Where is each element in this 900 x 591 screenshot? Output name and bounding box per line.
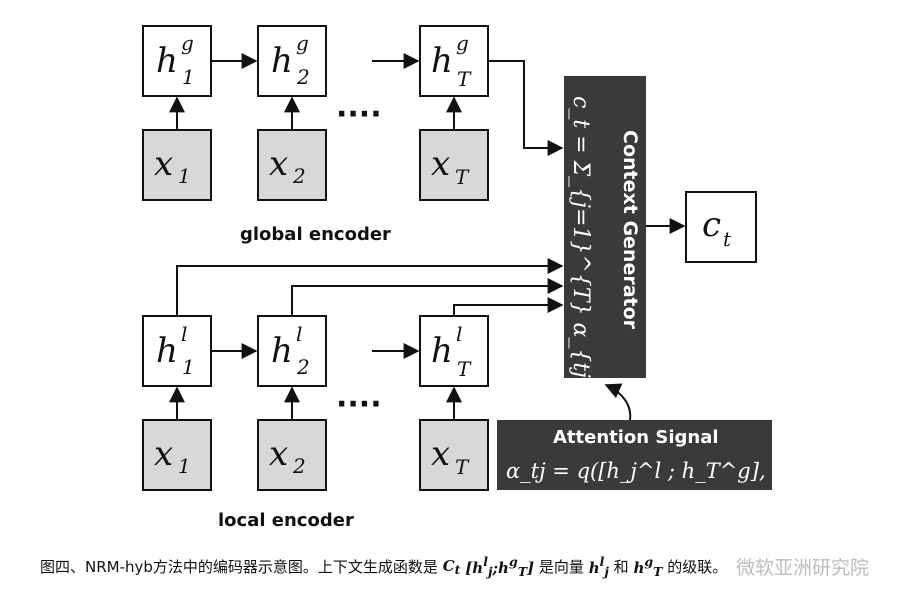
caption-text: 图四、NRM-hyb方法中的编码器示意图。上下文生成函数是: [40, 558, 438, 576]
svg-text:g: g: [456, 31, 469, 55]
arrow-hTl-context: [453, 297, 564, 316]
attention-signal-box: [497, 420, 772, 490]
attention-signal: Attention Signal α_tj = q([h_j^l ; h_T^g…: [497, 383, 868, 490]
svg-text:2: 2: [296, 355, 310, 379]
arrow-h2l-context: [291, 278, 564, 316]
local-input-1: x 1: [142, 419, 212, 491]
local-ellipsis: ····: [336, 387, 382, 422]
svg-text:T: T: [455, 165, 470, 189]
svg-text:x: x: [431, 434, 450, 474]
context-generator-formula: c_t = Σ_{j=1}^{T} α_{tj} [h_j^l ; h_T^g]: [568, 96, 593, 568]
svg-text:T: T: [457, 357, 472, 381]
svg-text:1: 1: [178, 164, 191, 188]
local-hidden-1: h l 1: [142, 315, 212, 387]
svg-text:x: x: [154, 144, 173, 184]
arrow-attention-context: [604, 383, 632, 421]
global-encoder-label: global encoder: [240, 224, 391, 245]
local-encoder: h l 1 h l 2 h l T x 1 x 2 x T: [142, 258, 564, 531]
context-generator-box: [564, 76, 646, 378]
global-input-1: x 1: [142, 129, 212, 201]
svg-text:2: 2: [296, 65, 310, 89]
attention-signal-title: Attention Signal: [553, 427, 719, 448]
svg-text:h: h: [431, 331, 453, 371]
global-input-T: x T: [419, 129, 489, 201]
context-generator: Context Generator c_t = Σ_{j=1}^{T} α_{t…: [564, 76, 646, 568]
arrow-hTg-context: [488, 60, 564, 156]
watermark: 微软亚洲研究院: [736, 557, 870, 579]
svg-text:1: 1: [182, 65, 195, 89]
svg-text:x: x: [431, 144, 450, 184]
svg-text:h: h: [156, 331, 178, 371]
attention-signal-formula: α_tj = q([h_j^l ; h_T^g], s_{t−1}): [506, 459, 868, 483]
local-input-2: x 2: [257, 419, 327, 491]
svg-text:l: l: [296, 322, 302, 346]
svg-text:g: g: [296, 31, 309, 55]
svg-text:c: c: [702, 205, 721, 245]
caption-vec1: hlj: [588, 554, 609, 579]
local-encoder-label: local encoder: [218, 510, 354, 531]
global-ellipsis: ····: [336, 97, 382, 132]
local-hidden-2: h l 2: [257, 315, 327, 387]
svg-text:T: T: [457, 67, 472, 91]
svg-text:t: t: [723, 227, 732, 251]
context-generator-title: Context Generator: [619, 130, 641, 330]
figure-caption: 图四、NRM-hyb方法中的编码器示意图。上下文生成函数是 Ct [hlj;hg…: [40, 553, 890, 579]
svg-text:l: l: [456, 322, 462, 346]
svg-text:l: l: [181, 322, 187, 346]
local-hidden-T: h l T: [419, 315, 489, 387]
global-hidden-1: h g 1: [142, 25, 212, 97]
svg-text:1: 1: [182, 355, 195, 379]
svg-text:x: x: [154, 434, 173, 474]
caption-text-2: 是向量: [538, 558, 584, 576]
caption-text-3: 和: [613, 558, 629, 576]
global-input-2: x 2: [257, 129, 327, 201]
global-hidden-T: h g T: [419, 25, 489, 97]
svg-text:2: 2: [292, 454, 306, 478]
svg-text:h: h: [271, 41, 293, 81]
caption-concat: [hlj;hgT]: [465, 554, 535, 579]
svg-text:g: g: [181, 31, 194, 55]
svg-text:h: h: [156, 41, 178, 81]
arrow-h1l-context: [176, 258, 564, 316]
caption-text-4: 的级联。: [667, 558, 728, 576]
svg-text:h: h: [431, 41, 453, 81]
global-hidden-2: h g 2: [257, 25, 327, 97]
caption-vec2: hgT: [633, 554, 663, 579]
caption-ct: Ct: [442, 557, 461, 577]
local-input-T: x T: [419, 419, 489, 491]
svg-text:h: h: [271, 331, 293, 371]
svg-text:2: 2: [292, 164, 306, 188]
svg-text:x: x: [269, 434, 288, 474]
global-encoder: h g 1 h g 2 h g T x 1 x 2 x: [142, 25, 564, 245]
svg-text:x: x: [269, 144, 288, 184]
svg-text:T: T: [455, 455, 470, 479]
output-ct: c t: [646, 191, 757, 263]
svg-text:1: 1: [178, 454, 191, 478]
